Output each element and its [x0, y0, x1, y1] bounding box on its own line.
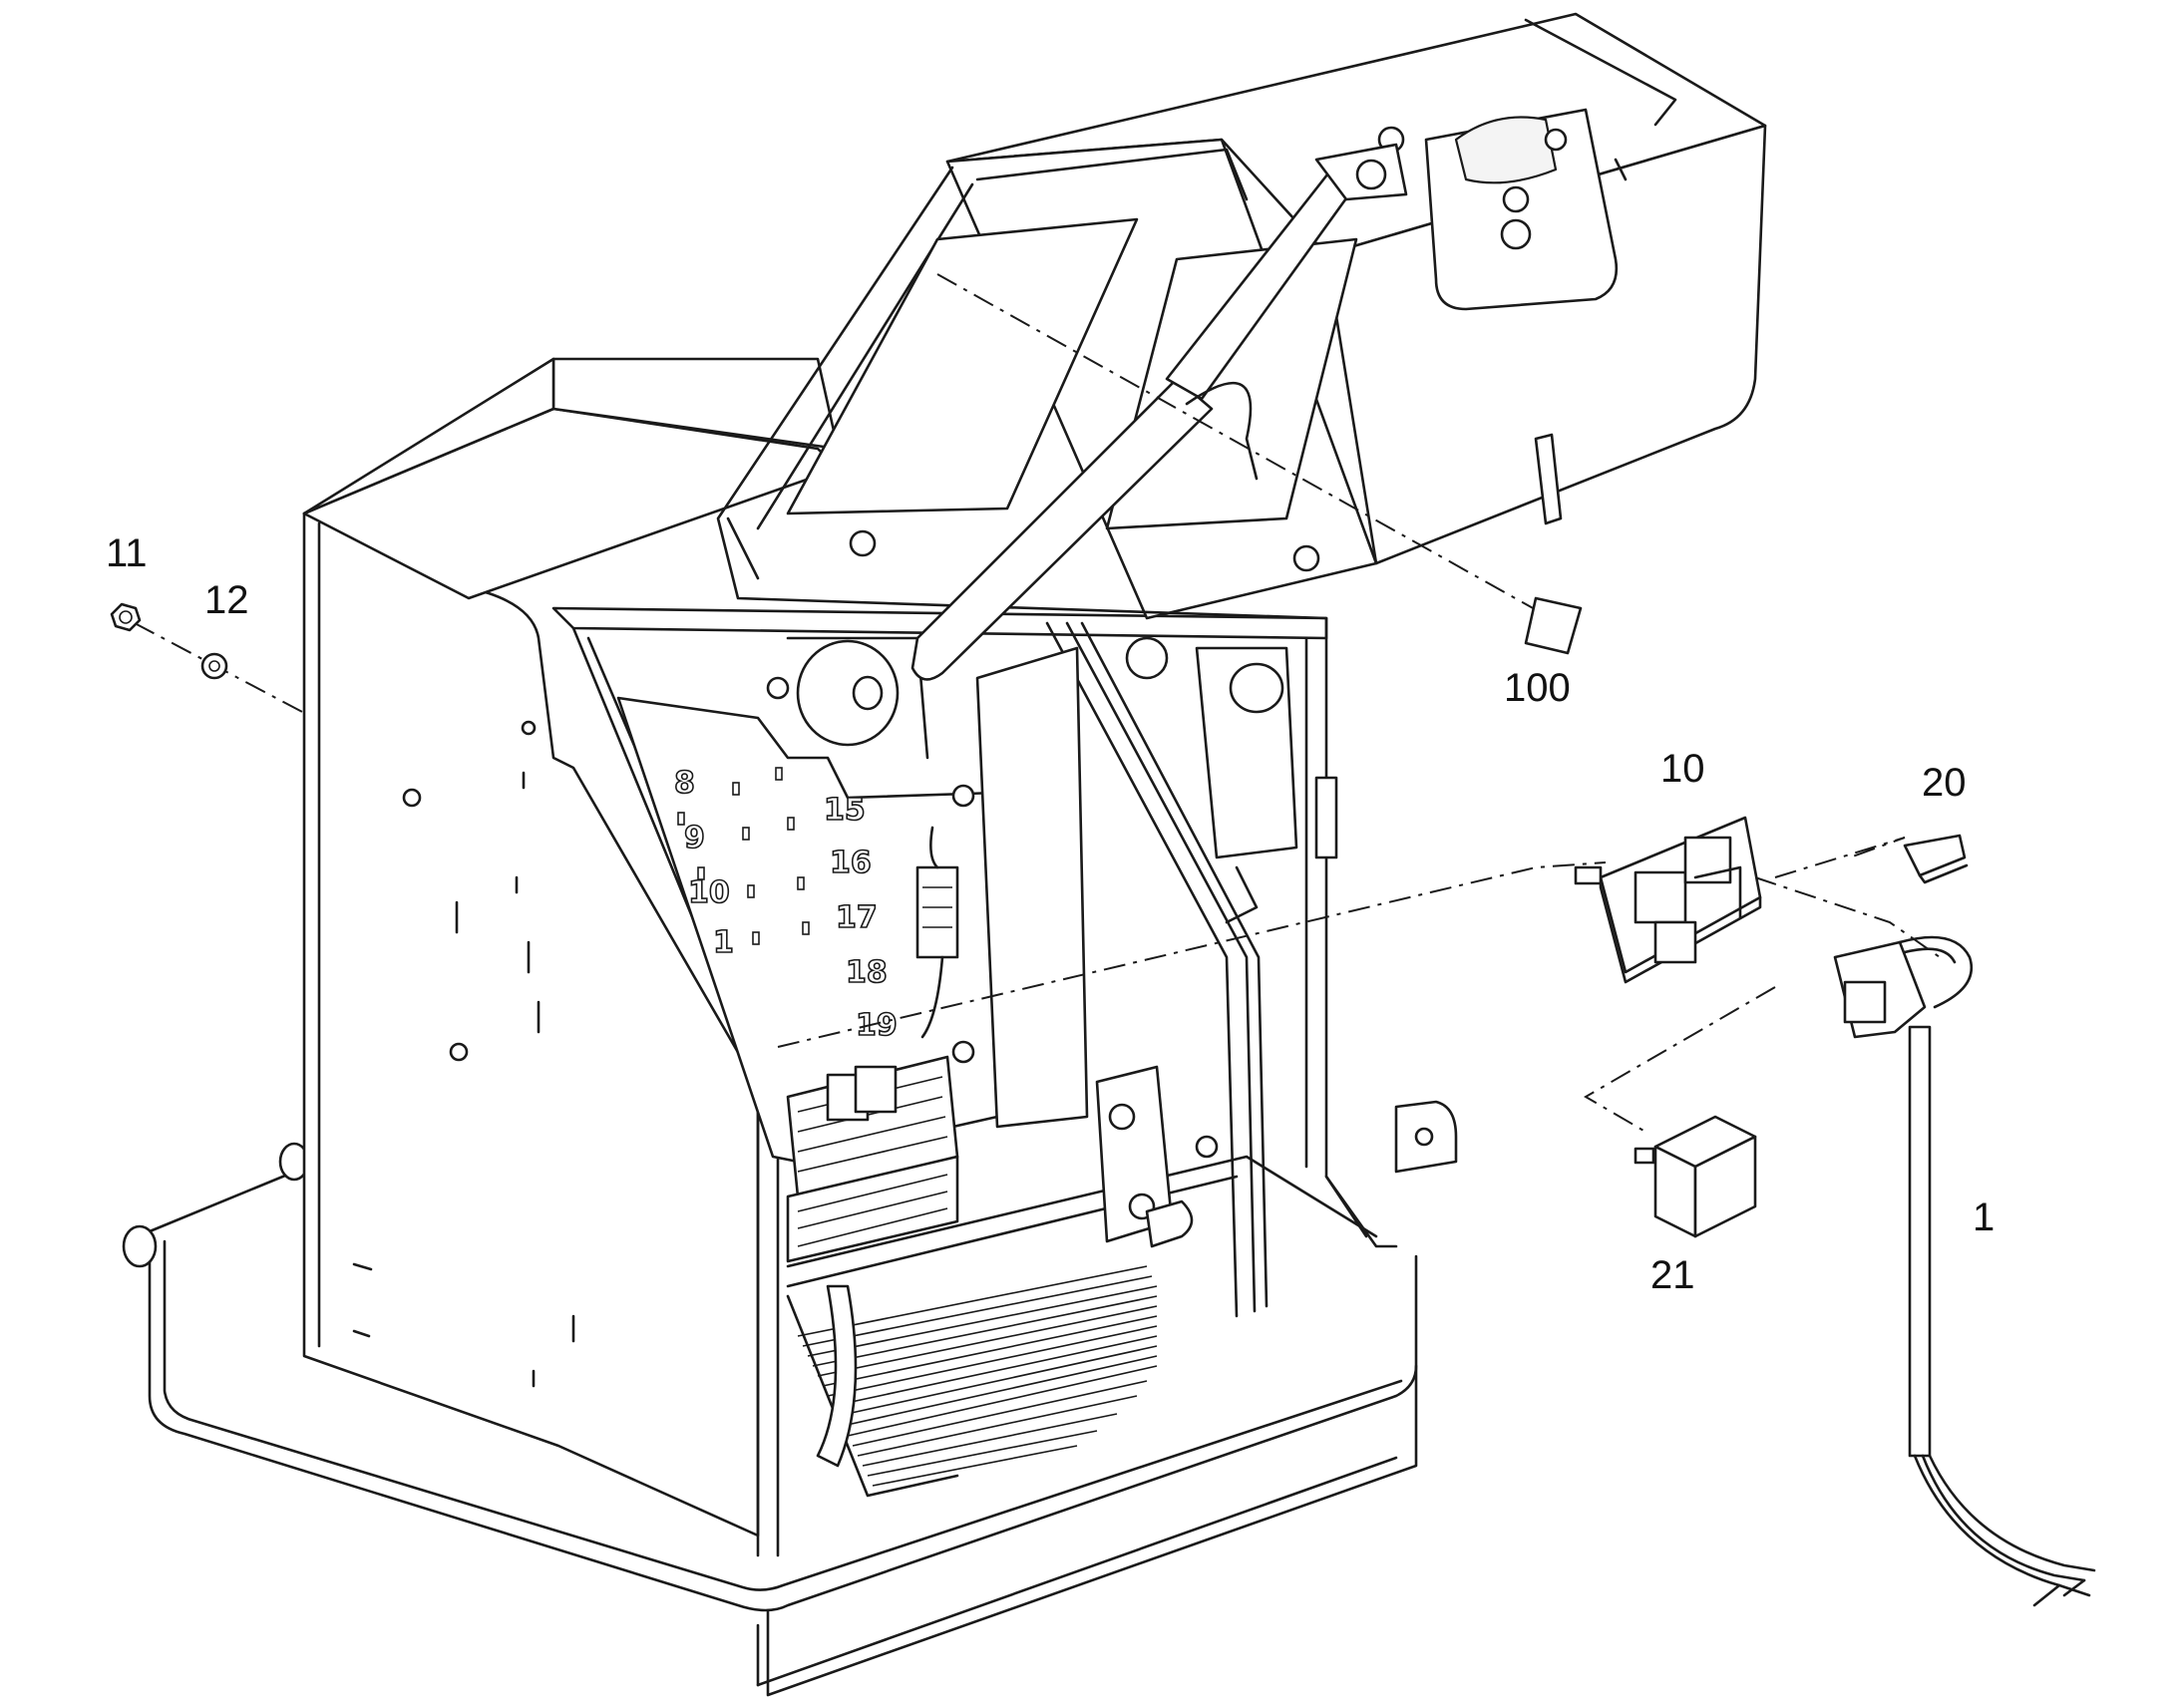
- part-11-hex-nut: [110, 602, 142, 632]
- callout-21: 21: [1650, 1253, 1695, 1297]
- panel-number-18: 18: [846, 955, 888, 990]
- bolt-icon: [449, 1042, 469, 1062]
- panel-number-19: 19: [856, 1008, 898, 1043]
- panel-number-9: 9: [684, 821, 705, 855]
- callout-1: 1: [1973, 1196, 1995, 1239]
- part-1-wire-harness: [1833, 935, 2096, 1607]
- part-100-label: [1524, 596, 1583, 655]
- hinge-roller: [766, 636, 929, 760]
- callout-11: 11: [106, 531, 148, 575]
- callout-10: 10: [1660, 747, 1705, 791]
- part-21-relay: [1634, 1115, 1757, 1238]
- open-lid: [716, 12, 1767, 620]
- part-12-washer: [200, 652, 228, 680]
- callout-100: 100: [1504, 666, 1571, 710]
- pivot-bracket: [1095, 1065, 1219, 1248]
- cabinet-left-side-panel: [302, 357, 840, 1537]
- interior-mounting-plate: 8 9 10 1 15 16 17 18 19: [616, 646, 1089, 1164]
- panel-number-15: 15: [824, 793, 866, 828]
- panel-number-17: 17: [836, 900, 878, 935]
- callout-12: 12: [204, 578, 249, 622]
- panel-number-16: 16: [830, 846, 872, 880]
- door-side-bracket: [1125, 636, 1338, 924]
- part-20-fuse: [1903, 834, 1969, 884]
- bolt-icon: [849, 529, 877, 557]
- part-10-relay-board: [1574, 816, 1762, 984]
- base-tray: [122, 1142, 1418, 1697]
- panel-number-8: 8: [674, 766, 695, 801]
- cooling-fins: [786, 1265, 1158, 1498]
- bolt-icon: [402, 788, 422, 808]
- bolt-icon: [1292, 544, 1320, 572]
- panel-number-1: 1: [713, 925, 734, 960]
- bolt-icon: [122, 1224, 158, 1268]
- panel-number-10: 10: [688, 875, 730, 910]
- gas-strut: [910, 143, 1408, 681]
- terminal-strip: [786, 1055, 959, 1263]
- callout-20: 20: [1922, 761, 1967, 805]
